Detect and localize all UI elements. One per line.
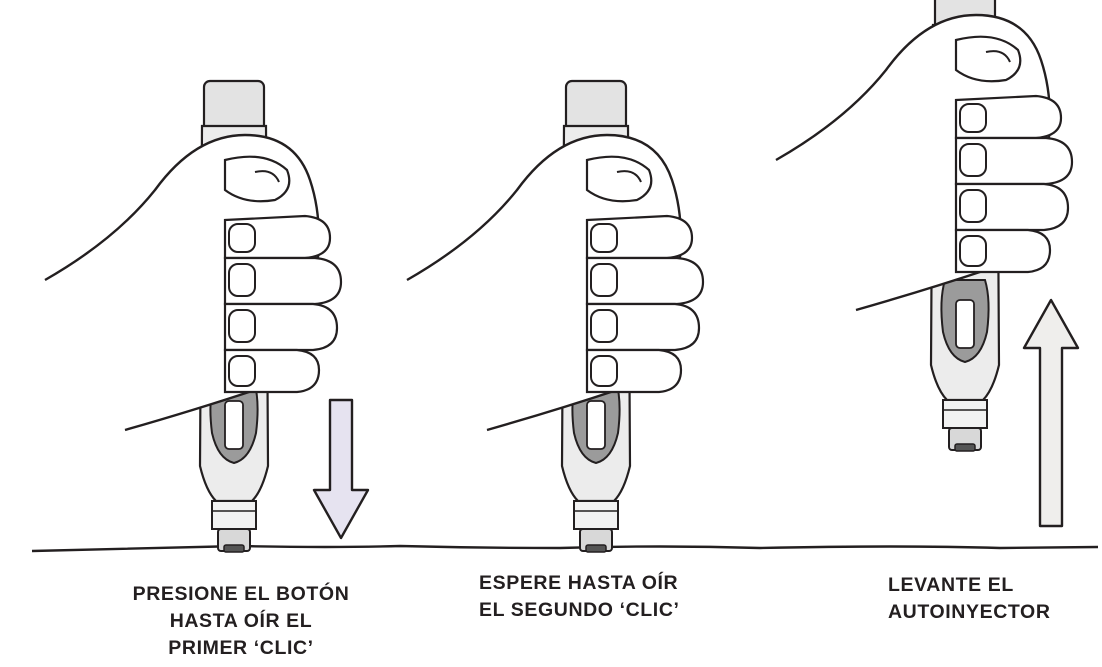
step-3-caption: LEVANTE EL AUTOINYECTOR <box>888 572 1098 626</box>
hand-gripping-pen <box>405 133 705 432</box>
step-2-caption-line-2: EL SEGUNDO ‘CLIC’ <box>479 599 680 621</box>
step-1-caption: PRESIONE EL BOTÓN HASTA OÍR EL PRIMER ‘C… <box>110 581 372 662</box>
step-1-illustration <box>43 79 370 554</box>
step-1-caption-line-1: PRESIONE EL BOTÓN <box>132 583 350 605</box>
step-2-caption-line-1: ESPERE HASTA OÍR <box>479 572 679 594</box>
skin-surface-line <box>31 544 1099 553</box>
step-3-caption-line-1: LEVANTE EL <box>888 574 1014 596</box>
step-1-caption-line-2: HASTA OÍR EL <box>169 610 313 632</box>
step-2-illustration <box>405 79 705 554</box>
step-3-illustration <box>774 0 1080 528</box>
hand-gripping-pen <box>43 133 343 432</box>
step-2-caption: ESPERE HASTA OÍR EL SEGUNDO ‘CLIC’ <box>479 570 729 624</box>
step-1-caption-line-3: PRIMER ‘CLIC’ <box>168 637 314 659</box>
step-3-caption-line-2: AUTOINYECTOR <box>888 601 1051 623</box>
arrow-up-icon <box>1022 298 1080 528</box>
arrow-down-icon <box>312 398 370 540</box>
hand-lifting-pen <box>774 13 1074 312</box>
